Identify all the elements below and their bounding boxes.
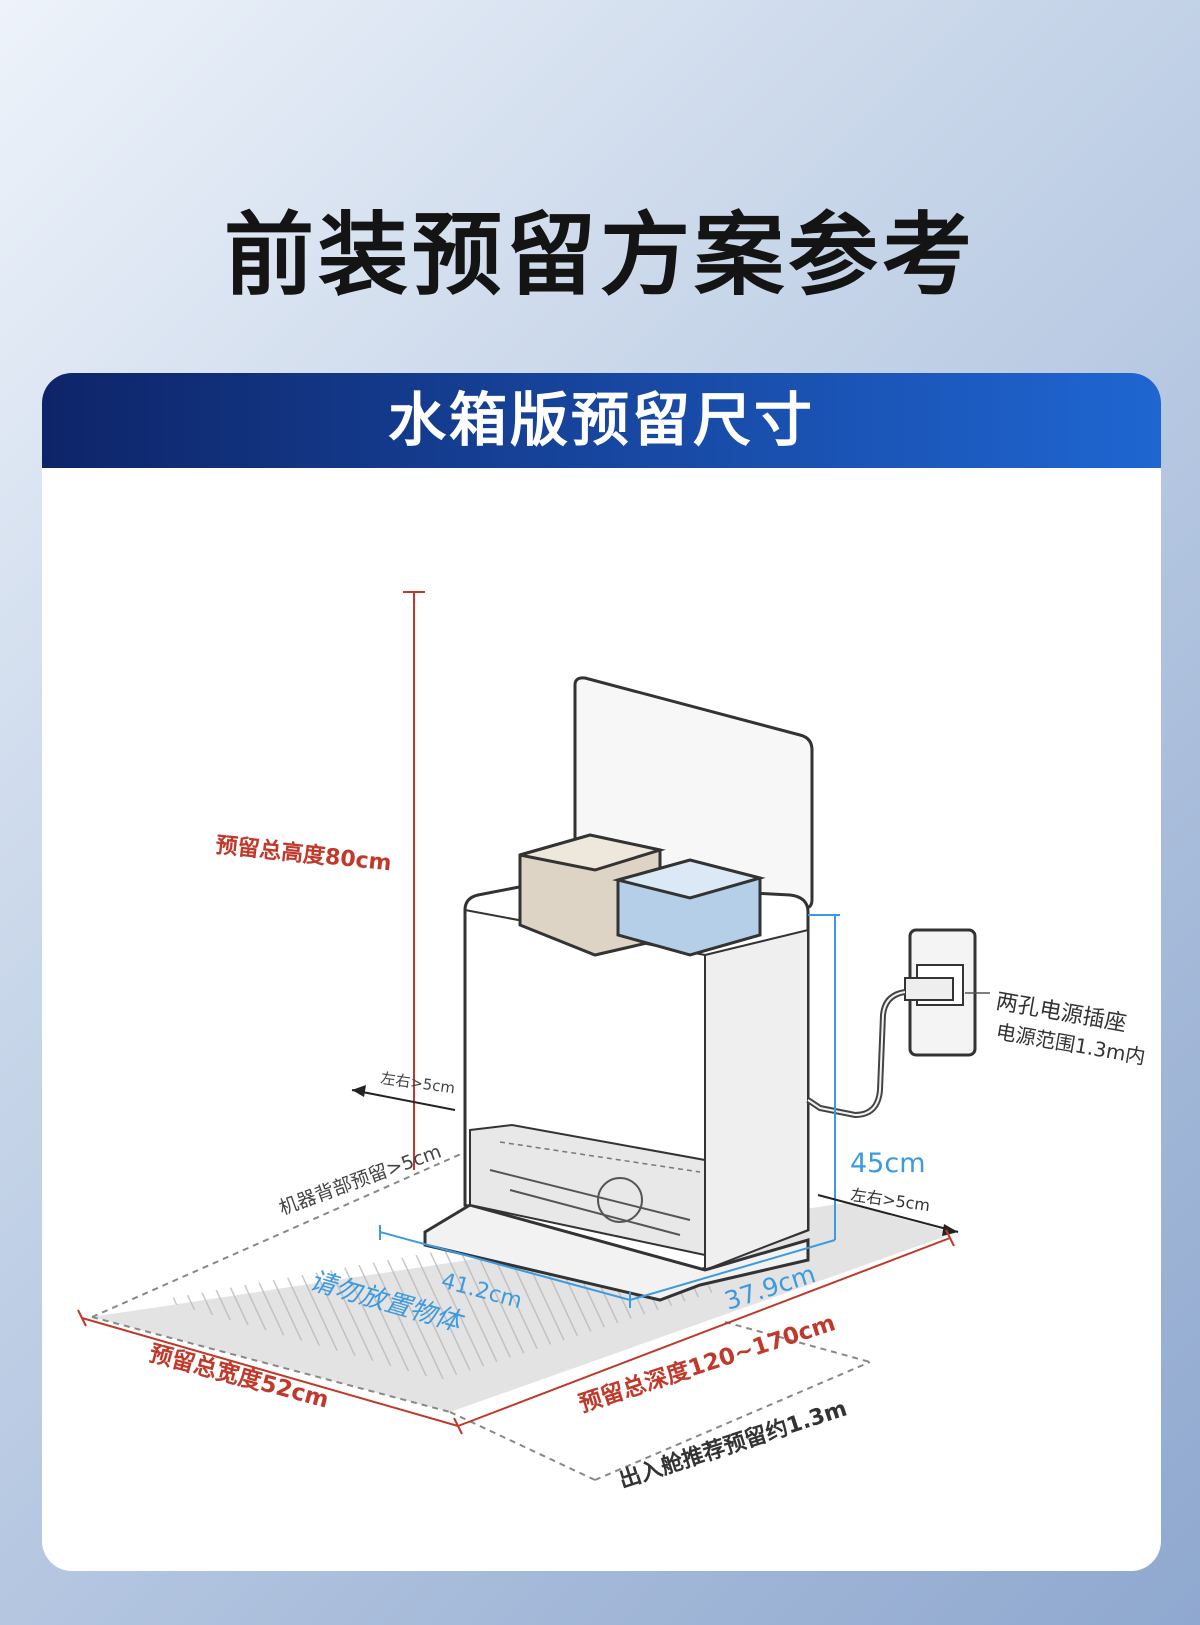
exit-clearance-label: 出入舱推荐预留约1.3m [616,1395,850,1493]
page-title: 前装预留方案参考 [224,203,976,308]
total-height-label: 预留总高度80cm [214,832,392,876]
section-header: 水箱版预留尺寸 [42,373,1161,468]
dock-opening [469,1123,706,1257]
back-clearance-label: 机器背部预留>5cm [276,1141,444,1220]
total-depth-line [457,1237,951,1427]
power-cable [806,989,906,1119]
left-clearance-arrow [351,1089,456,1111]
height-45-label: 45cm [850,1148,926,1179]
total-width-line [81,1317,459,1427]
power-plug [904,977,954,1001]
right-clearance-arrow [817,1194,959,1233]
left-clearance-label: 左右>5cm [379,1069,456,1097]
